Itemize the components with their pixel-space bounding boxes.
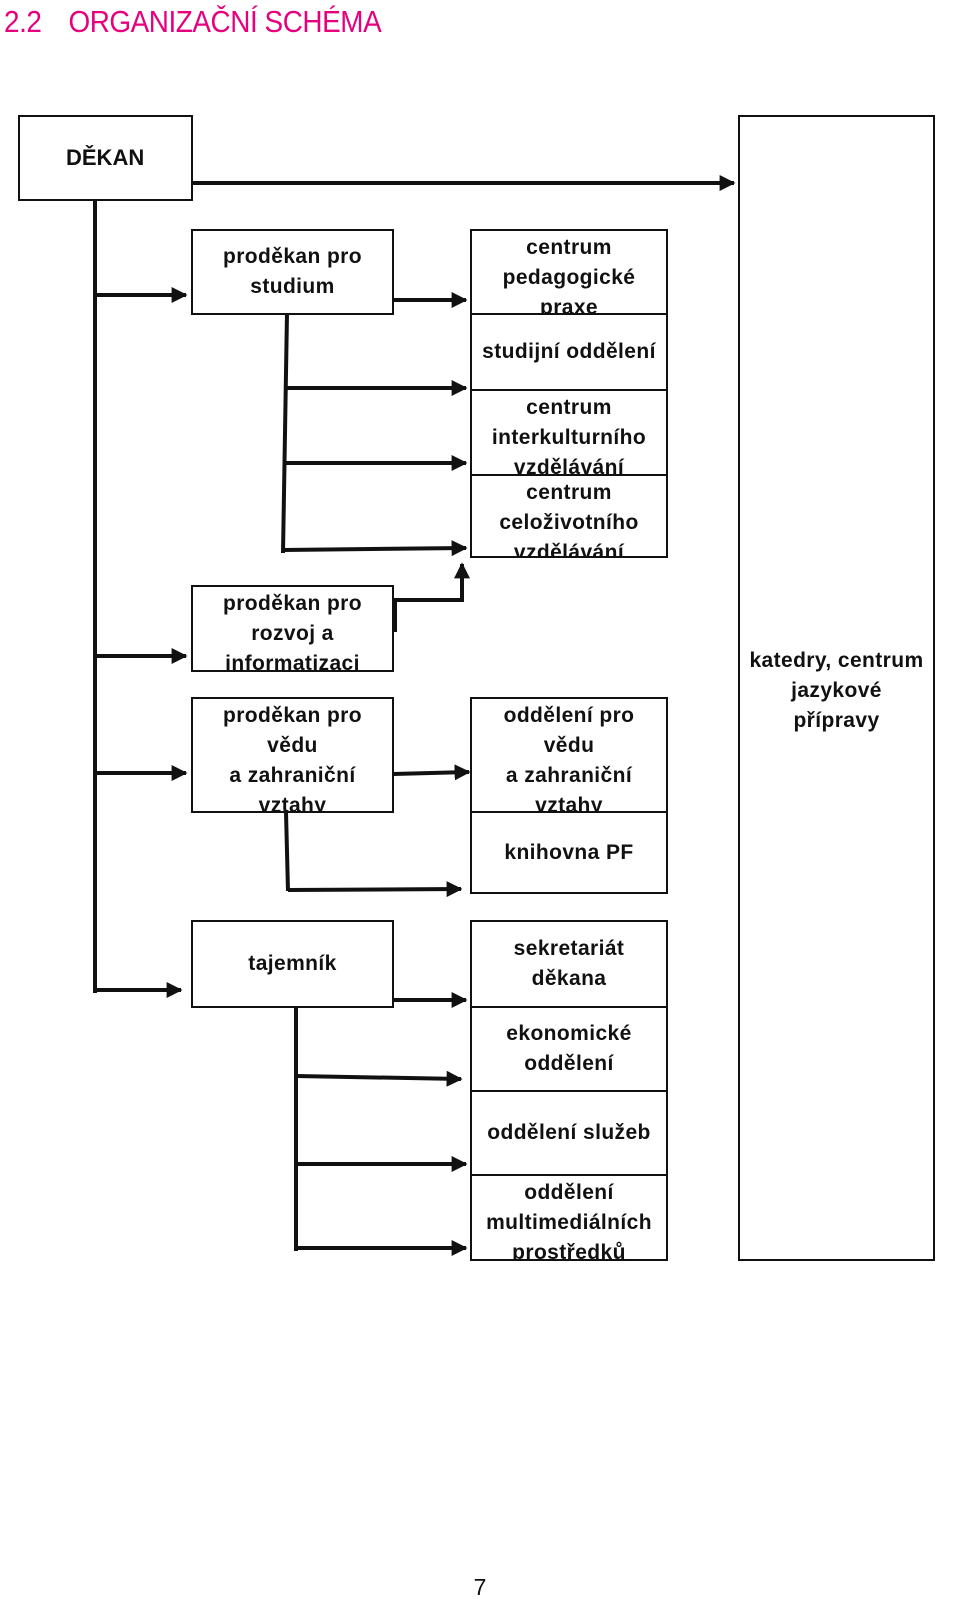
- studium-branch-line: [281, 312, 289, 554]
- knihovna-label: knihovna PF: [504, 840, 634, 864]
- centrum-celozivotniho-box: centrum celoživotního vzdělávání: [470, 474, 668, 558]
- ekonomicke-label: ekonomické oddělení: [506, 1022, 632, 1075]
- page-number: 7: [473, 1574, 487, 1600]
- centrum-interkulturniho-label: centrum interkulturního vzdělávání: [491, 396, 647, 476]
- tajemnik-label: tajemník: [248, 952, 337, 975]
- studijni-oddeleni-box: studijní oddělení: [470, 313, 668, 391]
- sekretariat-box: sekretariát děkana: [470, 920, 668, 1008]
- ekonomicke-box: ekonomické oddělení: [470, 1006, 668, 1092]
- section-title: ORGANIZAČNÍ SCHÉMA: [68, 4, 382, 39]
- studium-to-celozivotni-arrow: [282, 540, 468, 557]
- katedry-box: katedry, centrum jazykové přípravy: [738, 115, 935, 1261]
- sekretariat-label: sekretariát děkana: [513, 937, 625, 990]
- veda-branch-line: [284, 811, 290, 892]
- centrum-celozivotniho-label: centrum celoživotního vzdělávání: [499, 481, 639, 558]
- sluzby-box: oddělení služeb: [470, 1090, 668, 1176]
- oddeleni-veda-label: oddělení pro vědu a zahraniční vztahy: [503, 704, 635, 813]
- section-heading: 2.2 ORGANIZAČNÍ SCHÉMA: [4, 4, 382, 40]
- knihovna-box: knihovna PF: [470, 811, 668, 894]
- sluzby-label: oddělení služeb: [487, 1121, 651, 1144]
- centrum-praxe-label: centrum pedagogické praxe: [502, 236, 636, 315]
- prodekan-studium-box: proděkan pro studium: [191, 229, 394, 315]
- prodekan-veda-box: proděkan pro vědu a zahraniční vztahy: [191, 697, 394, 813]
- dekan-label: DĚKAN: [66, 145, 145, 170]
- tajemnik-to-ekonomicke-arrow: [295, 1070, 463, 1087]
- tajemnik-box: tajemník: [191, 920, 394, 1008]
- oddeleni-veda-box: oddělení pro vědu a zahraniční vztahy: [470, 697, 668, 813]
- section-number: 2.2: [4, 4, 42, 39]
- multimedia-label: oddělení multimediálních prostředků: [486, 1181, 652, 1261]
- veda-to-oddeleni-arrow: [392, 764, 471, 781]
- multimedia-box: oddělení multimediálních prostředků: [470, 1174, 668, 1261]
- katedry-label: katedry, centrum jazykové přípravy: [749, 649, 924, 732]
- veda-to-knihovna-arrow: [287, 881, 463, 898]
- studijni-oddeleni-label: studijní oddělení: [482, 340, 656, 363]
- rozvoj-to-celozivotni-arrow: [393, 562, 470, 602]
- dekan-box: DĚKAN: [18, 115, 193, 201]
- prodekan-rozvoj-box: proděkan pro rozvoj a informatizaci: [191, 585, 394, 672]
- centrum-praxe-box: centrum pedagogické praxe: [470, 229, 668, 315]
- centrum-interkulturniho-box: centrum interkulturního vzdělávání: [470, 389, 668, 476]
- prodekan-veda-label: proděkan pro vědu a zahraniční vztahy: [223, 704, 362, 813]
- prodekan-rozvoj-label: proděkan pro rozvoj a informatizaci: [223, 592, 362, 672]
- prodekan-studium-label: proděkan pro studium: [223, 245, 362, 298]
